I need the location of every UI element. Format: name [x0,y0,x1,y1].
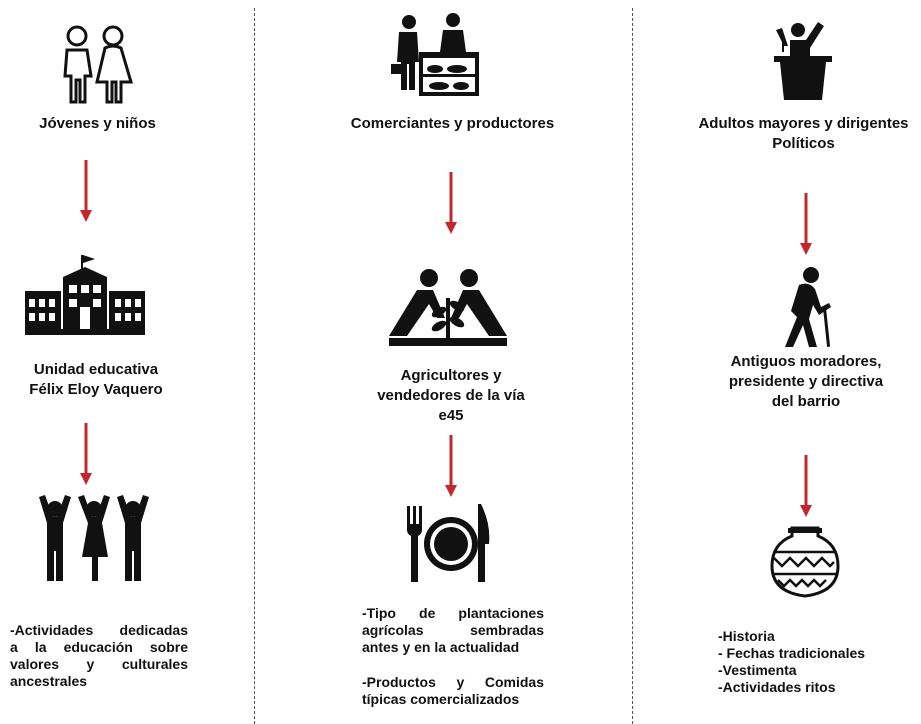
node-school: Unidad educativa Félix Eloy Vaquero [10,360,182,400]
plate-cutlery-icon [405,500,493,586]
node-youth-children: Jóvenes y niños [20,114,175,134]
node-old-residents-label-3: del barrio [771,393,841,410]
arrow-col2-1 [445,172,457,234]
node-merchants: Comerciantes y productores [330,114,575,134]
elder-walking-icon [775,267,837,347]
arrow-col1-1 [80,160,92,222]
node-old-residents-label-2: presidente y directiva [728,373,884,390]
school-icon [25,255,145,335]
arrow-col3-1 [800,193,812,255]
details-col3-line-4: -Actividades ritos [718,679,836,695]
pottery-vase-icon [770,526,840,598]
column-divider-left [254,8,255,724]
details-col2-line-1: -Tipo de plantaciones [362,605,544,621]
details-col3-line-2: - Fechas tradicionales [718,645,866,661]
arrow-col2-2 [445,435,457,497]
node-merchants-label: Comerciantes y productores [350,115,555,132]
node-elders-leaders: Adultos mayores y dirigentes Políticos [686,114,921,154]
node-old-residents: Antiguos moradores, presidente y directi… [715,352,897,412]
details-col3: -Historia - Fechas tradicionales -Vestim… [718,628,918,696]
details-col1-line-4: ancestrales [10,673,88,689]
details-col2-line-4: -Productos y Comidas [362,674,544,690]
node-farmers-label-1: Agricultores y [400,367,502,384]
node-elders-leaders-label-2: Políticos [772,135,835,152]
node-old-residents-label-1: Antiguos moradores, [730,353,882,370]
node-school-label-2: Félix Eloy Vaquero [29,381,163,398]
group-people-icon [35,495,153,583]
column-divider-right [632,8,633,724]
details-col3-line-1: -Historia [718,628,775,644]
details-col1-line-1: -Actividades dedicadas [10,622,188,638]
podium-speaker-icon [768,12,838,102]
node-farmers: Agricultores y vendedores de la vía e45 [365,366,537,426]
children-icon [55,22,137,106]
details-col3-line-3: -Vestimenta [718,662,797,678]
market-vendor-icon [387,12,482,100]
details-col1-line-2: a la educación sobre [10,639,188,655]
node-farmers-label-3: e45 [438,407,464,424]
node-elders-leaders-label-1: Adultos mayores y dirigentes [698,115,909,132]
node-farmers-label-2: vendedores de la vía [377,387,525,404]
node-youth-children-label: Jóvenes y niños [39,115,156,132]
arrow-col1-2 [80,423,92,485]
details-col2-line-2: agrícolas sembradas [362,622,544,638]
details-col2-line-5: típicas comercializados [362,691,520,707]
arrow-col3-2 [800,455,812,517]
details-col1: -Actividades dedicadas a la educación so… [10,622,188,690]
details-col1-line-3: valores y culturales [10,656,188,672]
details-col2: -Tipo de plantaciones agrícolas sembrada… [362,605,544,708]
node-school-label-1: Unidad educativa [33,361,159,378]
details-col2-line-3: antes y en la actualidad [362,639,520,655]
farmers-planting-icon [389,268,507,348]
